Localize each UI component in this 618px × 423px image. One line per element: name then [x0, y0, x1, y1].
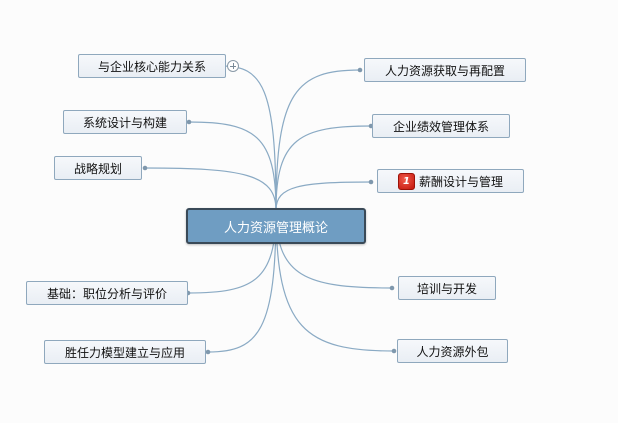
priority-1-icon: 1	[397, 172, 415, 190]
central-topic[interactable]: 人力资源管理概论	[186, 208, 366, 244]
connector-end-dot	[205, 349, 211, 355]
link-competency-model	[207, 209, 277, 353]
link-compensation	[275, 181, 372, 211]
topic-label: 与企业核心能力关系	[97, 59, 206, 74]
topic-performance-management[interactable]: 企业绩效管理体系	[372, 114, 510, 138]
topic-system-design[interactable]: 系统设计与构建	[63, 110, 187, 134]
plus-circle-icon[interactable]	[227, 60, 239, 72]
topic-label: 人力资源获取与再配置	[384, 63, 505, 78]
topic-talent-acquisition[interactable]: 人力资源获取与再配置	[364, 58, 526, 82]
connector-end-dot	[368, 179, 374, 185]
connector-end-dot	[357, 67, 363, 73]
topic-label: 培训与开发	[416, 281, 477, 296]
link-strategic-planning	[144, 167, 277, 211]
topic-training-development[interactable]: 培训与开发	[398, 276, 496, 300]
topic-label: 系统设计与构建	[82, 115, 167, 130]
connector-end-dot	[391, 348, 397, 354]
topic-hr-outsourcing[interactable]: 人力资源外包	[397, 339, 508, 363]
link-talent-acquisition	[275, 69, 361, 211]
topic-job-analysis[interactable]: 基础：职位分析与评价	[26, 281, 188, 305]
topic-label: 基础：职位分析与评价	[46, 286, 167, 301]
topic-strategic-planning[interactable]: 战略规划	[54, 156, 142, 180]
topic-compensation[interactable]: 1 薪酬设计与管理	[377, 169, 524, 193]
central-topic-label: 人力资源管理概论	[223, 220, 328, 236]
topic-label: 企业绩效管理体系	[392, 119, 489, 134]
topic-core-competence-relation[interactable]: 与企业核心能力关系	[78, 54, 226, 78]
link-system-design	[188, 121, 277, 211]
topic-label: 薪酬设计与管理	[418, 174, 503, 189]
connector-end-dot	[186, 119, 192, 125]
topic-label: 人力资源外包	[416, 344, 489, 359]
topic-label: 胜任力模型建立与应用	[64, 345, 185, 360]
topic-competency-model[interactable]: 胜任力模型建立与应用	[44, 340, 206, 364]
topic-label: 战略规划	[73, 161, 122, 176]
link-core-competence	[221, 65, 277, 211]
connector-end-dot	[142, 165, 148, 171]
link-hr-outsourcing	[275, 209, 395, 352]
connector-end-dot	[389, 285, 395, 291]
link-performance-management	[275, 125, 372, 211]
